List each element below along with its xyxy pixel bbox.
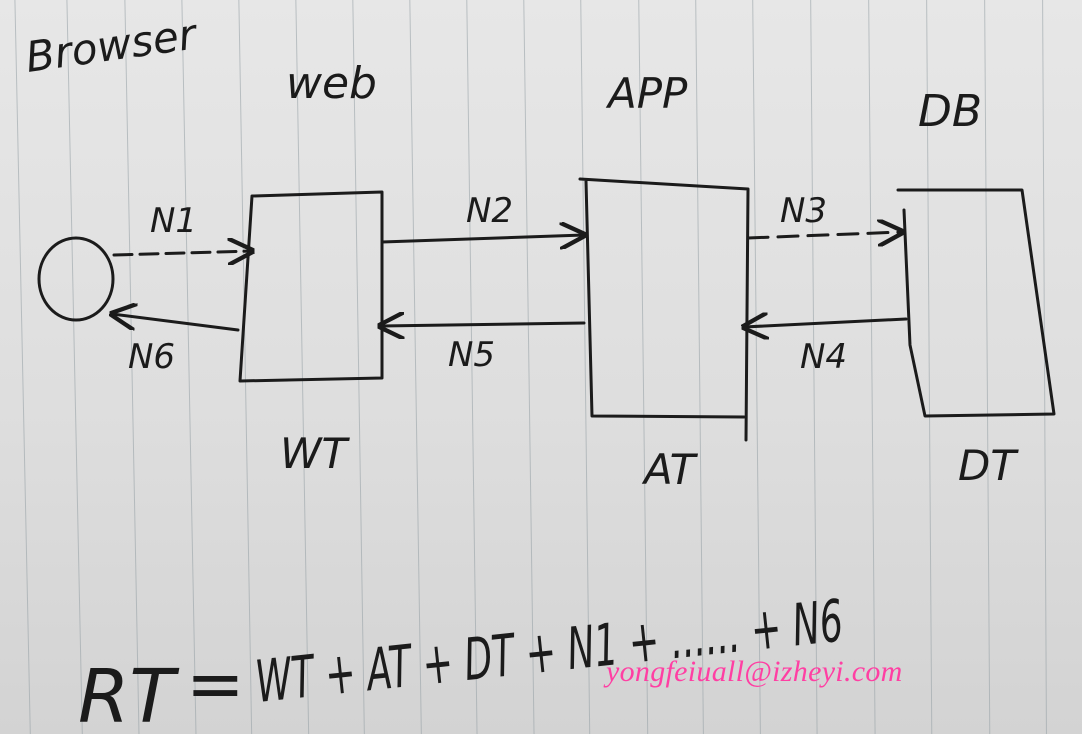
arrow-n5 (380, 323, 586, 326)
app-label: APP (605, 69, 688, 118)
browser-node (37, 236, 115, 322)
app-server-box (578, 177, 750, 442)
browser-label: Browser (23, 9, 202, 82)
web-server-box (238, 190, 384, 383)
arrow-n2 (380, 235, 584, 242)
n3-label: N3 (780, 191, 827, 231)
dt-label: DT (958, 441, 1019, 490)
db-label: DB (918, 86, 982, 137)
formula-lhs: RT (78, 654, 180, 734)
n5-label: N5 (448, 335, 495, 375)
formula-rhs: WT + AT + DT + N1 + ...... + N6 (252, 587, 846, 716)
n1-label: N1 (150, 201, 197, 241)
n4-label: N4 (800, 337, 847, 377)
arrow-n3 (746, 232, 902, 238)
n6-label: N6 (128, 337, 175, 377)
arrow-n1 (112, 251, 252, 255)
n2-label: N2 (466, 191, 513, 231)
wt-label: WT (280, 429, 351, 478)
web-label: web (286, 58, 377, 109)
at-label: AT (641, 445, 699, 494)
arrow-n4 (744, 319, 908, 327)
watermark-text: yongfeiuall@izheyi.com (606, 655, 903, 688)
arrow-n6 (112, 314, 240, 332)
db-server-box (896, 188, 1056, 418)
formula-equals: = (186, 643, 245, 725)
